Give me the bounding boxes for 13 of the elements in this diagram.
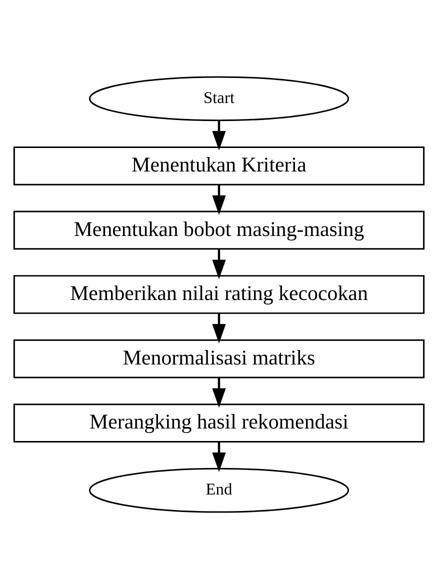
node-box: Merangking hasil rekomendasi bbox=[13, 403, 425, 442]
node-box: Memberikan nilai rating kecocokan bbox=[13, 274, 425, 314]
node-box: Menentukan bobot masing-masing bbox=[13, 210, 425, 250]
arrow bbox=[212, 312, 226, 343]
arrow bbox=[212, 184, 226, 214]
arrow bbox=[212, 248, 226, 279]
node-box: Menentukan Kriteria bbox=[13, 146, 425, 185]
arrow bbox=[212, 442, 226, 472]
node-box: Menormalisasi matriks bbox=[13, 338, 425, 378]
arrow bbox=[212, 120, 226, 150]
arrow bbox=[212, 377, 226, 408]
node-ellipse: End bbox=[88, 467, 350, 512]
node-ellipse: Start bbox=[88, 76, 350, 121]
